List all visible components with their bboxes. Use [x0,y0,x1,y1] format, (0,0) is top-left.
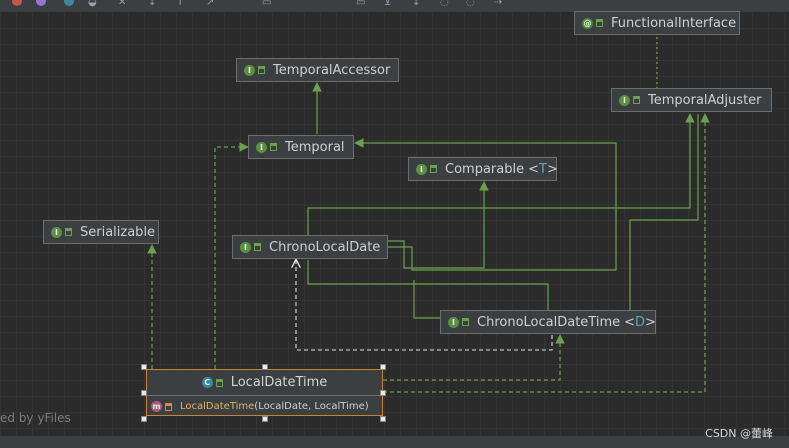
edge-chronodate-extends-adjuster [307,113,695,235]
toolbar-icon-10[interactable]: ▭ [356,0,366,8]
annotation-icon: @ [582,17,593,29]
edge-chronodatetime-extends-comparable [307,260,549,310]
node-label: ChronoLocalDateTime [477,314,621,330]
node-label: TemporalAdjuster [648,92,762,108]
node-label: TemporalAccessor [273,62,391,78]
public-visibility-icon [596,19,603,27]
public-visibility-icon [462,318,469,326]
public-visibility-icon [633,96,640,104]
node-temporal-accessor[interactable]: I TemporalAccessor [236,58,399,82]
node-label: Serializable [80,224,156,240]
toolbar-icon-13[interactable]: ◌ [440,0,449,8]
public-visibility-icon [258,66,265,74]
public-visibility-icon [270,143,277,151]
node-local-date-time[interactable]: C LocalDateTime m LocalDateTime (LocalDa… [146,369,383,416]
node-functional-interface[interactable]: @ FunctionalInterface [574,11,740,35]
class-icon: C [201,377,213,388]
interface-icon: I [416,163,427,175]
public-visibility-icon [215,378,223,387]
status-bar [0,436,789,448]
selection-handle[interactable] [262,364,268,370]
node-temporal[interactable]: I Temporal [248,135,354,159]
toolbar-icon-11[interactable]: ⊻ [384,0,392,8]
class-header: C LocalDateTime [147,370,382,396]
diagram-toolbar: ◒ ✕ ↓ ↑ ↗ ▭ ▭ ⊻ ↓ ◌ ◌ ⇢ [0,0,789,13]
node-temporal-adjuster[interactable]: I TemporalAdjuster [611,88,772,112]
toolbar-icon-4[interactable]: ◒ [88,0,97,8]
edge-chronodate-extends-comparable [388,181,489,269]
edge-chronodatetime-to-chronodate [413,280,440,319]
interface-icon: I [244,64,255,76]
node-label: FunctionalInterface [611,15,737,31]
selection-handle[interactable] [262,416,268,422]
selection-handle[interactable] [141,390,147,396]
toolbar-icon-7[interactable]: ↑ [176,0,185,8]
method-icon: m [151,401,162,412]
csdn-watermark: CSDN @蕾峰 [705,427,773,440]
edge-ldt-implements-temporal [214,142,249,369]
edge-dependency-chronodate [296,260,553,351]
toolbar-icon-12[interactable]: ↓ [412,0,421,8]
node-chrono-local-date-time[interactable]: I ChronoLocalDateTime <D> [440,310,656,334]
interface-icon: I [448,316,459,328]
toolbar-button-3[interactable] [64,0,74,6]
public-visibility-icon [65,228,72,236]
interface-icon: I [619,94,630,106]
node-serializable[interactable]: I Serializable [43,220,159,244]
toolbar-button-2[interactable] [36,0,46,6]
node-chrono-local-date[interactable]: I ChronoLocalDate [232,235,388,259]
class-name: LocalDateTime [230,375,328,390]
toolbar-button-1[interactable] [12,0,22,6]
edge-ldt-implements-adjuster [383,113,710,393]
toolbar-icon-14[interactable]: ◌ [466,0,475,8]
toolbar-icon-6[interactable]: ↓ [148,0,157,8]
public-visibility-icon [254,243,261,251]
public-visibility-icon [430,165,437,173]
edge-chronodate-extends-temporal [354,138,617,271]
interface-icon: I [51,226,62,238]
private-lock-icon [165,402,172,411]
node-label: ChronoLocalDate [269,239,381,255]
toolbar-icon-9[interactable]: ▭ [262,0,272,8]
selection-handle[interactable] [141,364,147,370]
node-label: Temporal [285,139,345,155]
class-member-row[interactable]: m LocalDateTime (LocalDate, LocalTime) [147,396,382,417]
constructor-params: (LocalDate, LocalTime) [254,401,369,412]
selection-handle[interactable] [380,364,386,370]
selection-handle[interactable] [141,416,147,422]
toolbar-icon-8[interactable]: ↗ [206,0,215,8]
selection-handle[interactable] [380,390,386,396]
interface-icon: I [256,141,267,153]
edge-ldt-implements-chronodatetime [383,334,565,381]
node-label: Comparable [445,161,525,177]
type-parameter: <D> [624,314,656,330]
node-comparable[interactable]: I Comparable <T> [408,157,558,181]
selection-handle[interactable] [380,416,386,422]
constructor-name: LocalDateTime [180,401,255,412]
interface-icon: I [240,241,251,253]
yfiles-watermark: ed by yFiles [0,411,71,425]
toolbar-icon-5[interactable]: ✕ [118,0,127,8]
toolbar-icon-15[interactable]: ⇢ [494,0,503,8]
edge-chronodatetime-extends-adjuster [629,114,699,310]
type-parameter: <T> [528,161,558,177]
